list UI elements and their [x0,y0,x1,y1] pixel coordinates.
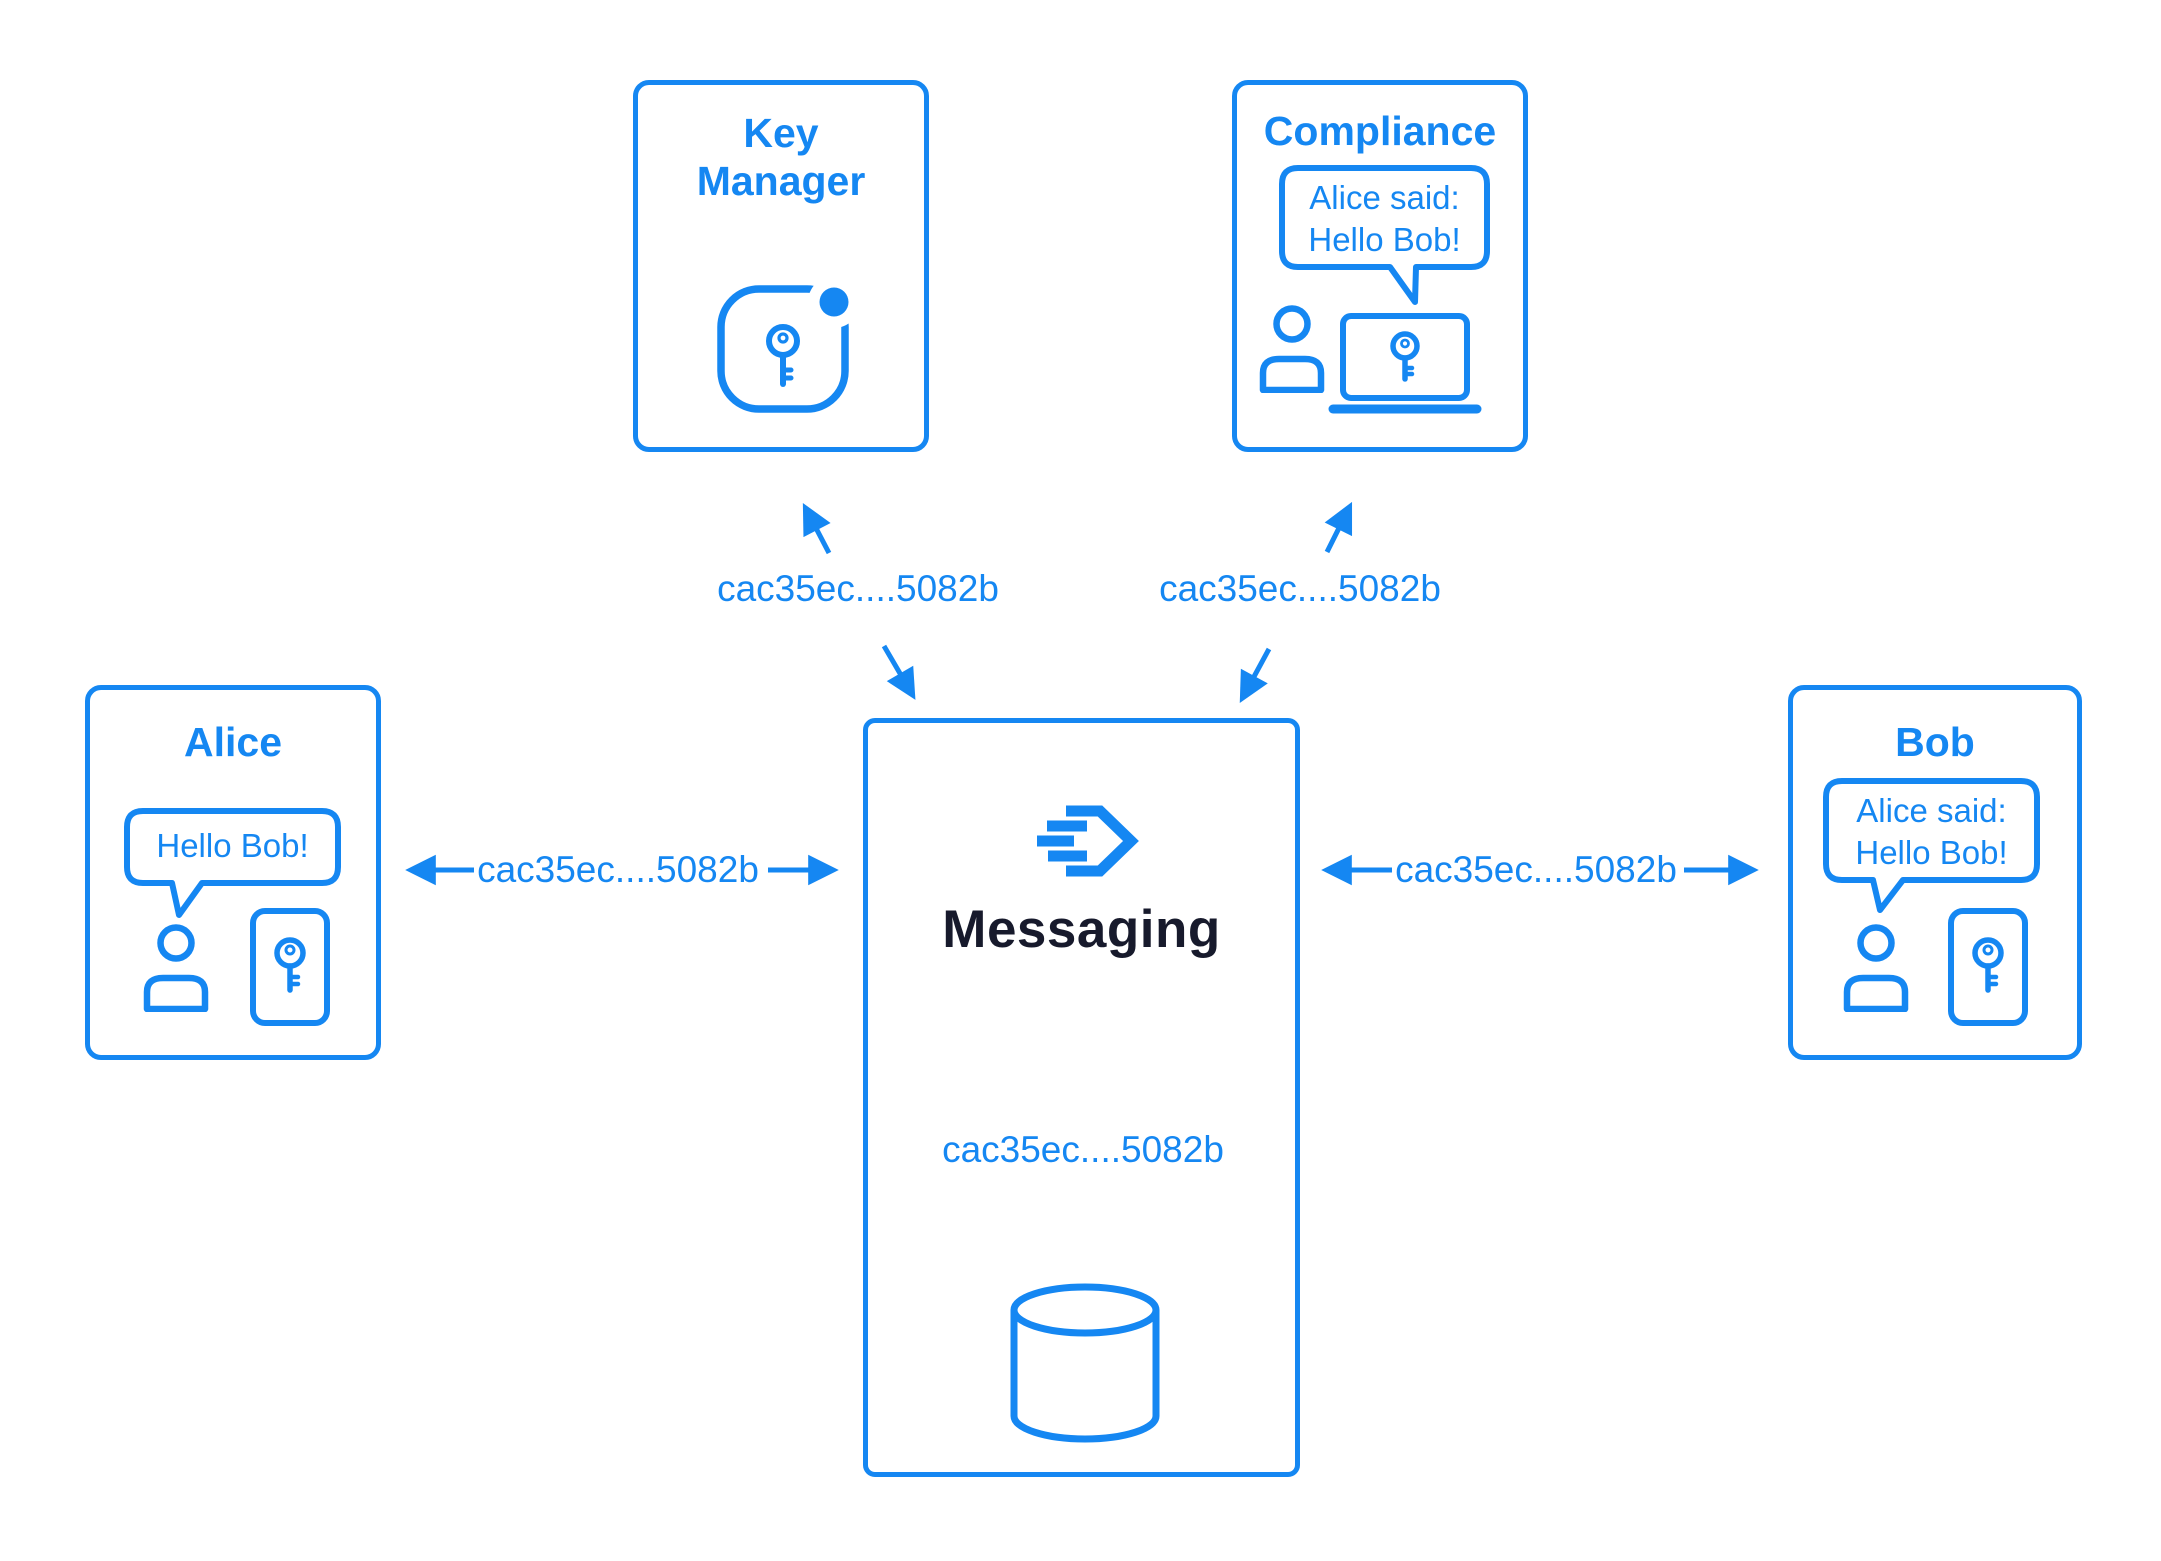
alice-bubble-text: Hello Bob! [156,827,309,864]
edge-label-alice: cac35ec....5082b [477,849,759,890]
arrow-to-key-manager [802,502,832,555]
key-manager-title: Key Manager [696,110,866,205]
key-badge-icon [717,279,853,413]
arrow-complabel-to-messaging [1239,647,1272,703]
edge-label-database: cac35ec....5082b [942,1129,1224,1170]
node-alice: Alice Hello Bob! [85,685,381,1060]
speech-bubble-icon [1279,165,1490,305]
edge-label-key-manager: cac35ec....5082b [717,568,999,609]
phone-key-icon [250,908,330,1026]
alice-speech-bubble: Hello Bob! [124,808,341,920]
compliance-title: Compliance [1263,108,1497,154]
database-icon [1010,1283,1160,1443]
compliance-bubble-text: Alice said: Hello Bob! [1308,179,1461,259]
speech-bubble-icon [1823,778,2040,913]
node-messaging: Messaging [863,718,1300,1477]
person-icon [1843,924,1909,1012]
alice-title: Alice [184,719,282,765]
bob-bubble-text: Alice said: Hello Bob! [1855,792,2008,872]
laptop-key-icon [1328,313,1482,414]
bob-title: Bob [1895,719,1975,765]
send-logo-icon [1037,805,1139,877]
node-key-manager: Key Manager [633,80,929,452]
node-bob: Bob Alice said: Hello Bob! [1788,685,2082,1060]
arrow-keylabel-to-messaging [881,644,916,700]
phone-key-icon [1948,908,2028,1026]
node-compliance: Compliance Alice said: Hello Bob! [1232,80,1528,452]
person-icon [1259,305,1325,393]
edge-label-compliance: cac35ec....5082b [1159,568,1441,609]
bob-speech-bubble: Alice said: Hello Bob! [1823,778,2040,913]
compliance-speech-bubble: Alice said: Hello Bob! [1279,165,1490,305]
speech-bubble-icon [124,808,341,918]
messaging-title: Messaging [942,900,1221,959]
person-icon [143,924,209,1012]
arrow-to-compliance [1324,501,1353,554]
edge-label-bob: cac35ec....5082b [1395,849,1677,890]
